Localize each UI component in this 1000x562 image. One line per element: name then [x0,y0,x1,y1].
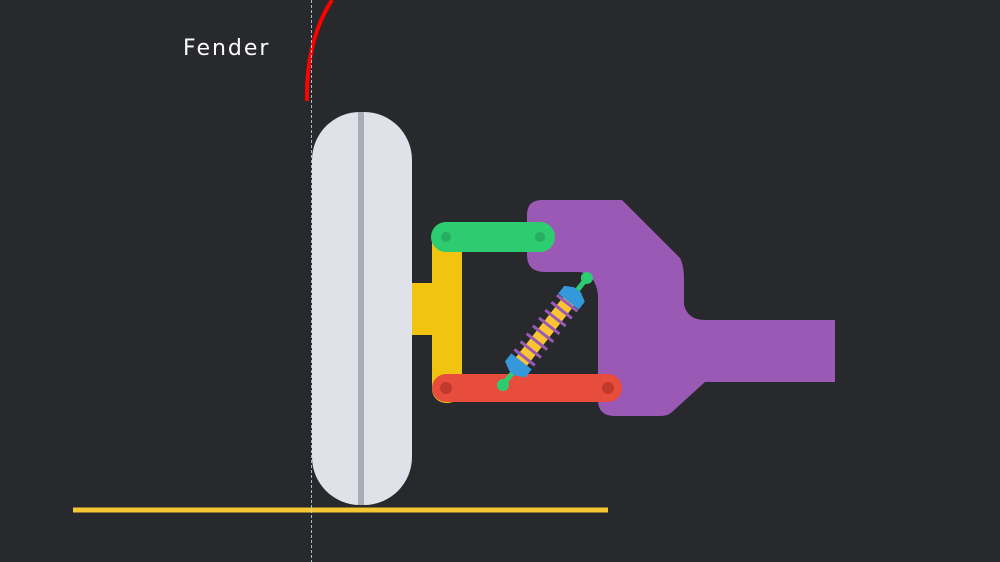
fender-arc [304,0,334,102]
wheel [312,112,412,505]
upright [412,225,462,403]
upper-shock-mount [558,285,585,310]
lower-control-arm [432,374,622,402]
fender-label: Fender [183,36,271,61]
shock-absorber [497,271,593,391]
chassis [527,200,835,416]
upper-control-arm [431,222,555,252]
lower-shock-mount [505,353,532,378]
